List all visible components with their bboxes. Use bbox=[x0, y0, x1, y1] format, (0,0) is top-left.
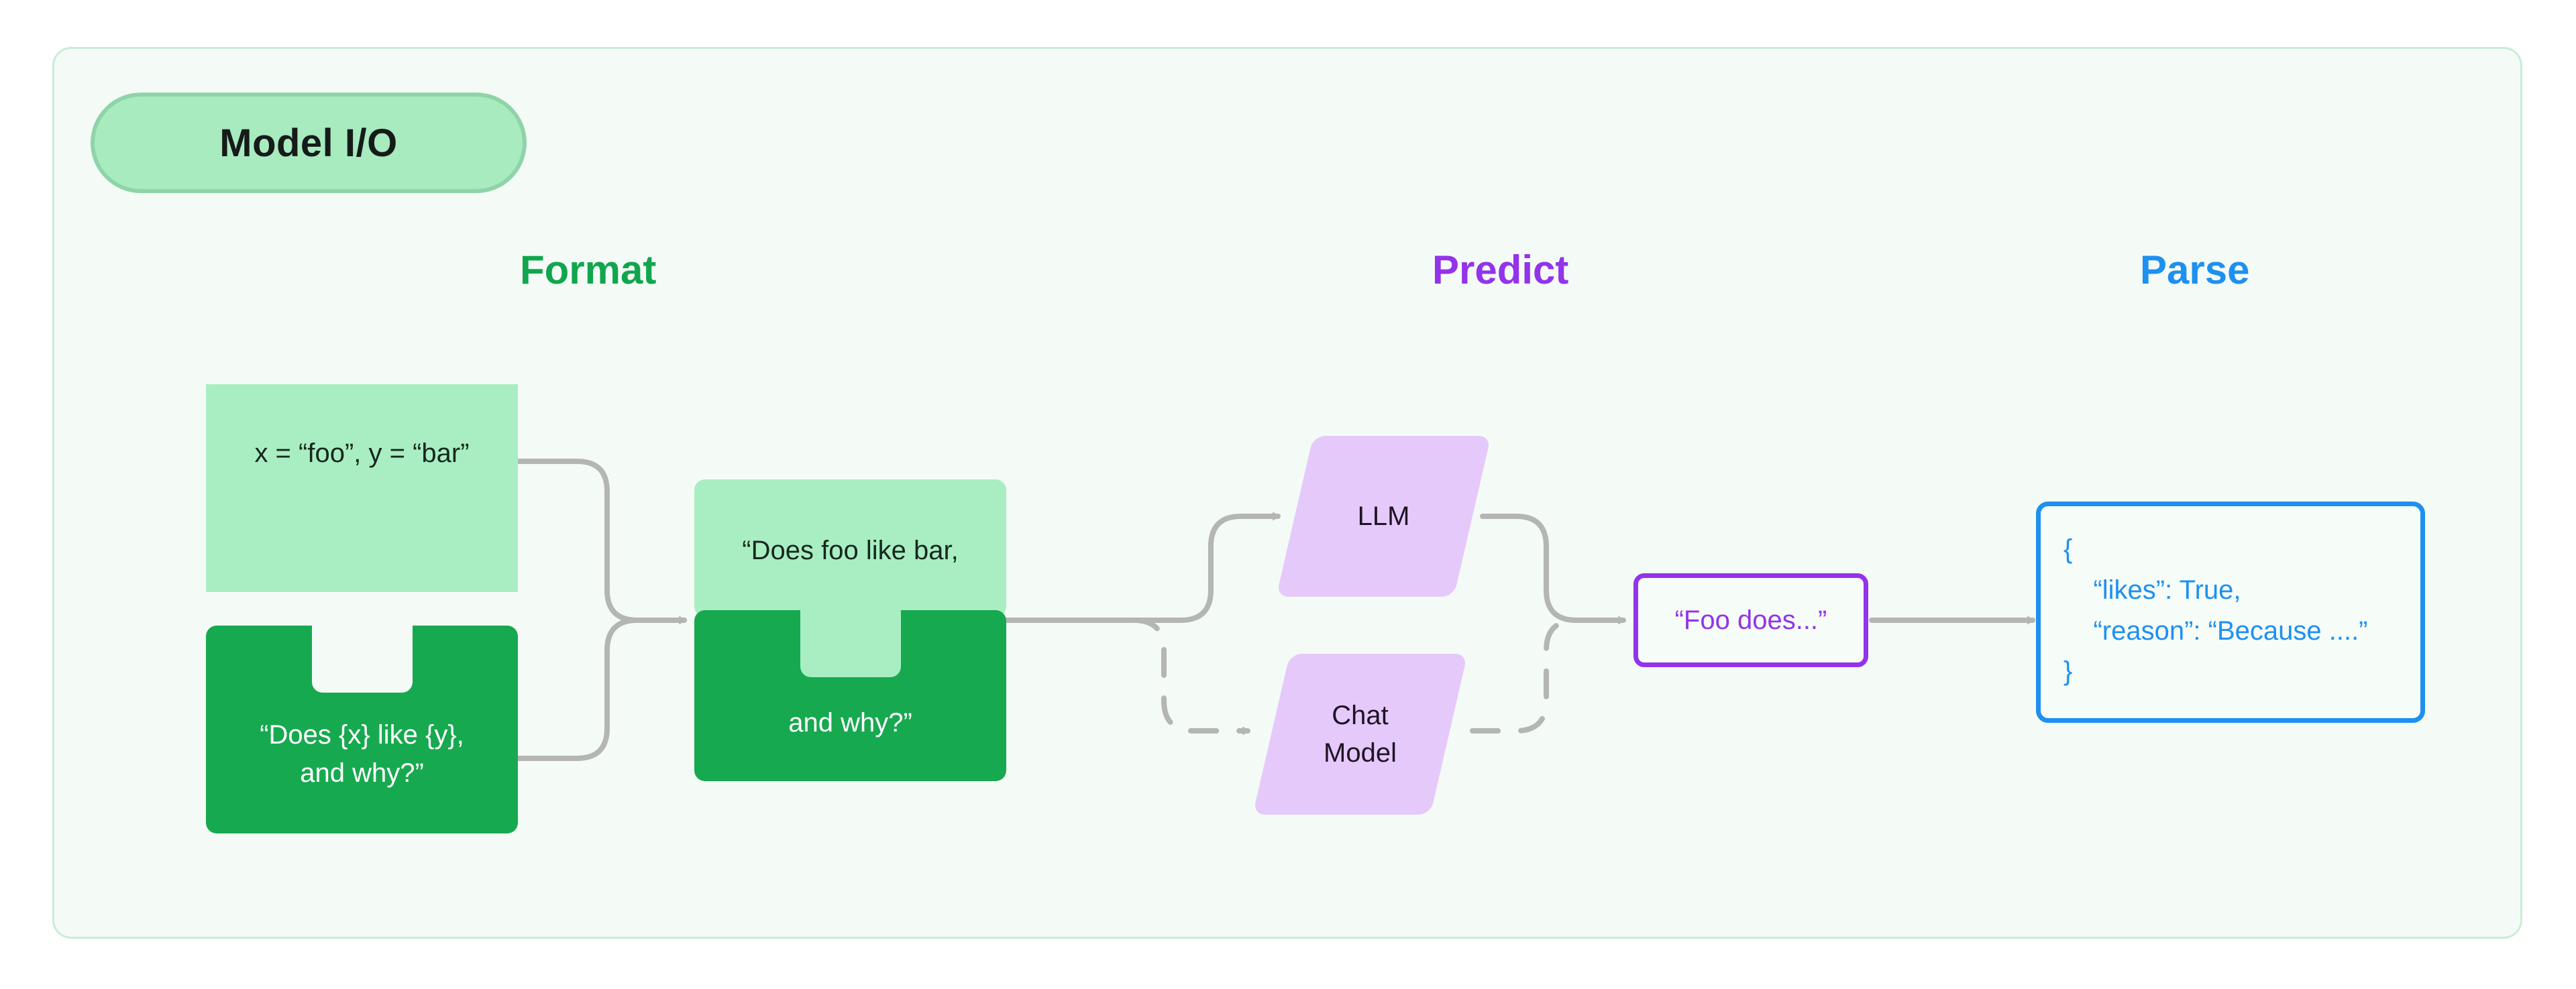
piece-body bbox=[206, 384, 518, 532]
predict-completion-box[interactable]: “Foo does...” bbox=[1633, 573, 1868, 667]
predict-model-llm-shape[interactable] bbox=[1276, 436, 1491, 597]
format-output-prompt-piece[interactable]: “Does foo like bar, and why?” bbox=[694, 479, 1006, 781]
heading-parse: Parse bbox=[2140, 247, 2250, 292]
heading-predict: Predict bbox=[1432, 247, 1569, 292]
parse-json-output-text: { “likes”: True, “reason”: “Because ....… bbox=[2063, 534, 2368, 687]
parse-json-output-box[interactable]: { “likes”: True, “reason”: “Because ....… bbox=[2036, 502, 2425, 723]
predict-model-chat-shape[interactable] bbox=[1252, 654, 1468, 815]
group-badge-model-io: Model I/O bbox=[91, 93, 527, 193]
format-input-template-line-2: and why?” bbox=[300, 758, 424, 788]
prompt-piece-dark-body bbox=[694, 609, 1006, 781]
prompt-piece-notch bbox=[800, 609, 901, 677]
format-input-template-line-1: “Does {x} like {y}, bbox=[260, 720, 464, 750]
heading-format: Format bbox=[520, 247, 657, 292]
format-input-variables-piece[interactable]: x = “foo”, y = “bar” bbox=[206, 384, 518, 592]
piece-tab bbox=[311, 522, 413, 592]
format-input-template-piece[interactable]: “Does {x} like {y}, and why?” bbox=[206, 624, 518, 833]
prompt-piece-light-body bbox=[694, 479, 1006, 617]
piece-notch bbox=[311, 624, 413, 693]
